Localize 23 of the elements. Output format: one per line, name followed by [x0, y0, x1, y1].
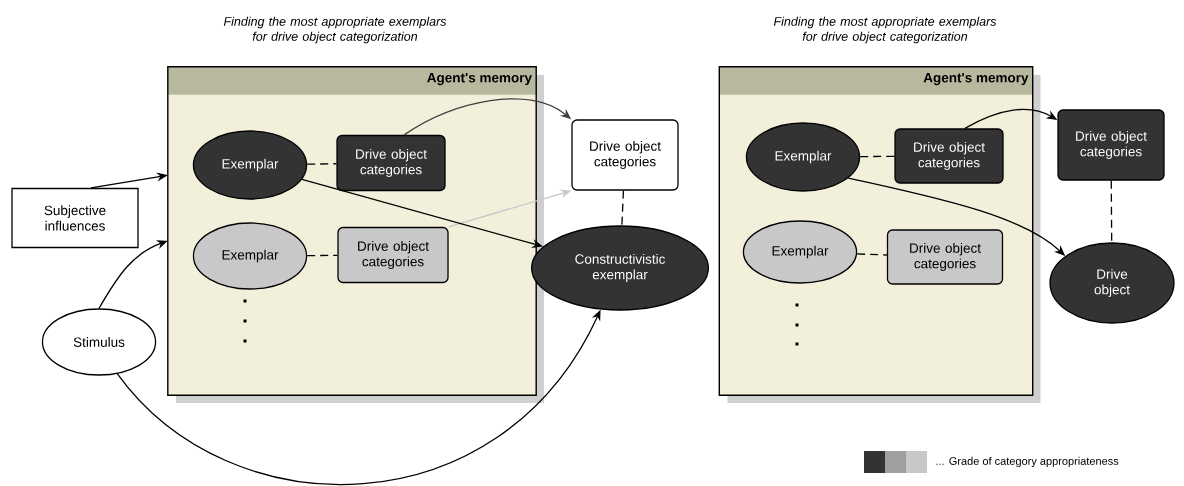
- rounded-box: Drive object categories: [1057, 109, 1165, 181]
- ellipse-node: Stimulus: [41, 308, 157, 376]
- ellipse-node: Exemplar: [192, 222, 308, 290]
- text-box: Subjective influences: [11, 187, 139, 249]
- ellipse-node: Constructivistic exemplar: [530, 225, 710, 311]
- ellipse-node: Exemplar: [742, 220, 858, 284]
- rounded-box: Drive object categories: [571, 119, 679, 191]
- rounded-box: Drive object categories: [886, 229, 1004, 285]
- dashed-line: [306, 254, 338, 257]
- rounded-box: Drive object categories: [336, 134, 446, 192]
- title-text: Finding the most appropriate exemplars for drive object categorization: [223, 16, 447, 44]
- legend-text: ... Grade of category appropriateness: [936, 456, 1119, 468]
- dashed-line: [306, 163, 337, 165]
- rounded-box: Drive object categories: [894, 128, 1004, 184]
- dashed-line: [859, 155, 895, 158]
- title-text: Finding the most appropriate exemplars for drive object categorization: [773, 16, 997, 44]
- dashed-line: [621, 190, 625, 226]
- ellipse-node: Drive object: [1049, 242, 1175, 324]
- ellipse-node: Exemplar: [192, 130, 308, 200]
- dashed-line: [856, 253, 888, 256]
- dashed-line: [1110, 180, 1113, 243]
- rounded-box: Drive object categories: [337, 226, 449, 284]
- ellipse-node: Exemplar: [745, 122, 861, 192]
